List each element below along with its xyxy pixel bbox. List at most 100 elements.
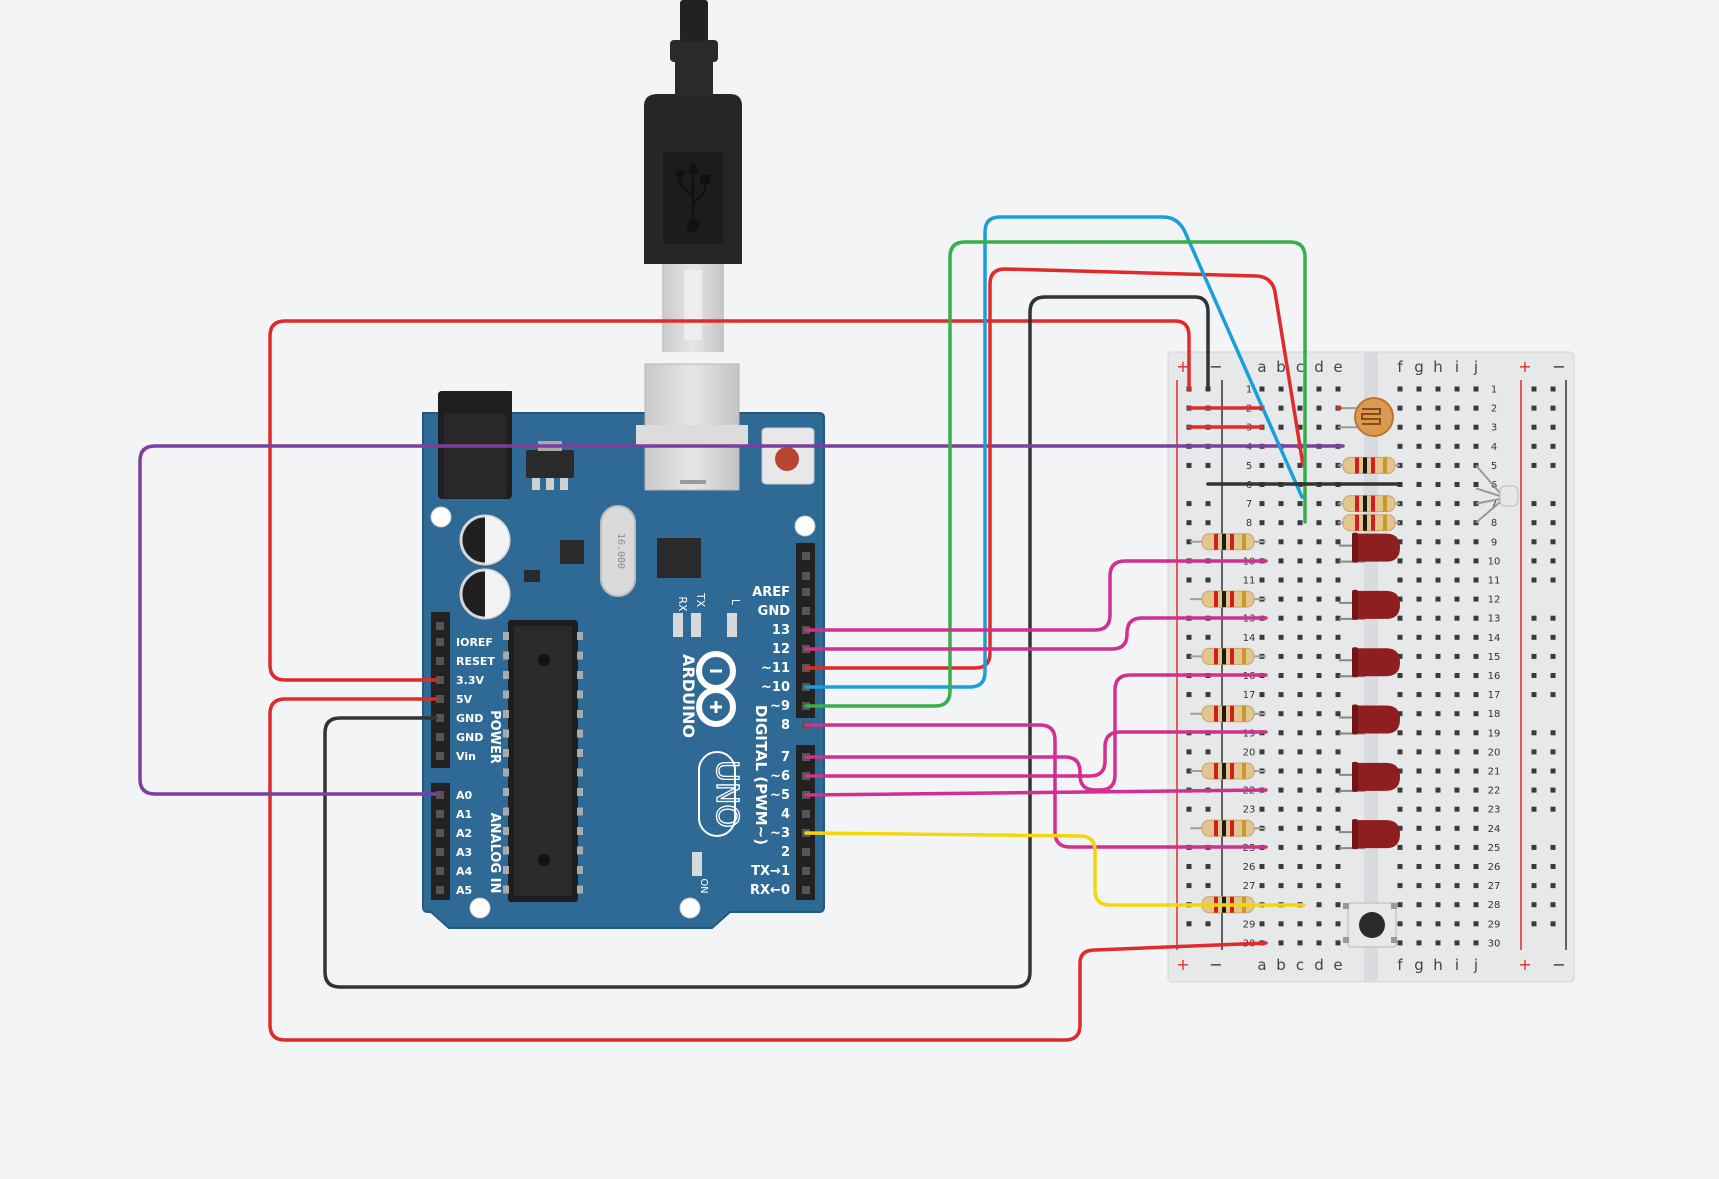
breadboard-hole[interactable] bbox=[1297, 386, 1303, 392]
breadboard-hole[interactable] bbox=[1397, 864, 1403, 869]
breadboard-hole[interactable] bbox=[1297, 577, 1303, 583]
resistor[interactable] bbox=[1190, 533, 1266, 551]
rail-hole[interactable] bbox=[1531, 501, 1537, 507]
breadboard-hole[interactable] bbox=[1454, 711, 1460, 717]
breadboard-hole[interactable] bbox=[1316, 501, 1322, 507]
breadboard-hole[interactable] bbox=[1435, 787, 1441, 793]
breadboard-hole[interactable] bbox=[1454, 520, 1460, 526]
breadboard-hole[interactable] bbox=[1454, 692, 1460, 698]
rail-hole[interactable] bbox=[1205, 634, 1211, 640]
breadboard-hole[interactable] bbox=[1278, 596, 1284, 602]
rail-hole[interactable] bbox=[1531, 558, 1537, 564]
breadboard-hole[interactable] bbox=[1316, 749, 1322, 755]
rail-hole[interactable] bbox=[1550, 577, 1556, 583]
rail-hole[interactable] bbox=[1531, 768, 1537, 774]
breadboard-hole[interactable] bbox=[1316, 902, 1322, 908]
rail-hole[interactable] bbox=[1550, 921, 1556, 927]
breadboard-hole[interactable] bbox=[1473, 424, 1479, 430]
breadboard-hole[interactable] bbox=[1454, 673, 1460, 678]
breadboard-hole[interactable] bbox=[1297, 501, 1303, 507]
breadboard-hole[interactable] bbox=[1454, 424, 1460, 430]
breadboard-hole[interactable] bbox=[1316, 539, 1322, 545]
breadboard-hole[interactable] bbox=[1397, 768, 1403, 774]
resistor[interactable] bbox=[1190, 705, 1266, 723]
rail-hole[interactable] bbox=[1531, 405, 1537, 411]
breadboard-hole[interactable] bbox=[1435, 634, 1441, 640]
breadboard-hole[interactable] bbox=[1435, 653, 1441, 659]
breadboard-hole[interactable] bbox=[1335, 386, 1341, 392]
red-led[interactable] bbox=[1339, 819, 1400, 850]
breadboard-hole[interactable] bbox=[1278, 692, 1284, 698]
breadboard-hole[interactable] bbox=[1416, 482, 1422, 487]
rail-hole[interactable] bbox=[1550, 844, 1556, 850]
rail-hole[interactable] bbox=[1550, 673, 1556, 678]
breadboard-hole[interactable] bbox=[1335, 768, 1341, 774]
rail-hole[interactable] bbox=[1205, 462, 1211, 468]
breadboard-hole[interactable] bbox=[1435, 749, 1441, 755]
breadboard-hole[interactable] bbox=[1416, 730, 1422, 736]
breadboard-hole[interactable] bbox=[1278, 615, 1284, 621]
breadboard-hole[interactable] bbox=[1278, 634, 1284, 640]
rail-hole[interactable] bbox=[1531, 615, 1537, 621]
breadboard-hole[interactable] bbox=[1259, 634, 1265, 640]
breadboard-hole[interactable] bbox=[1259, 806, 1265, 812]
breadboard-hole[interactable] bbox=[1278, 864, 1284, 869]
breadboard-hole[interactable] bbox=[1416, 596, 1422, 602]
rail-hole[interactable] bbox=[1531, 462, 1537, 468]
breadboard-hole[interactable] bbox=[1278, 577, 1284, 583]
rail-hole[interactable] bbox=[1531, 787, 1537, 793]
breadboard-hole[interactable] bbox=[1416, 768, 1422, 774]
breadboard-hole[interactable] bbox=[1416, 520, 1422, 526]
breadboard-hole[interactable] bbox=[1297, 520, 1303, 526]
breadboard-hole[interactable] bbox=[1335, 749, 1341, 755]
breadboard-hole[interactable] bbox=[1278, 921, 1284, 927]
breadboard-hole[interactable] bbox=[1278, 711, 1284, 717]
rail-hole[interactable] bbox=[1550, 462, 1556, 468]
rail-hole[interactable] bbox=[1531, 577, 1537, 583]
breadboard-hole[interactable] bbox=[1335, 844, 1341, 850]
breadboard-hole[interactable] bbox=[1473, 386, 1479, 392]
breadboard-hole[interactable] bbox=[1397, 844, 1403, 850]
breadboard-hole[interactable] bbox=[1316, 787, 1322, 793]
breadboard-hole[interactable] bbox=[1416, 711, 1422, 717]
breadboard-hole[interactable] bbox=[1316, 462, 1322, 468]
breadboard-hole[interactable] bbox=[1473, 596, 1479, 602]
breadboard-hole[interactable] bbox=[1316, 730, 1322, 736]
breadboard-hole[interactable] bbox=[1278, 806, 1284, 812]
breadboard-hole[interactable] bbox=[1473, 673, 1479, 678]
breadboard-hole[interactable] bbox=[1473, 883, 1479, 889]
breadboard-hole[interactable] bbox=[1435, 768, 1441, 774]
breadboard-hole[interactable] bbox=[1278, 844, 1284, 850]
rail-hole[interactable] bbox=[1531, 443, 1537, 449]
breadboard-hole[interactable] bbox=[1454, 577, 1460, 583]
breadboard-hole[interactable] bbox=[1278, 405, 1284, 411]
breadboard-hole[interactable] bbox=[1397, 711, 1403, 717]
breadboard-hole[interactable] bbox=[1454, 653, 1460, 659]
resistor[interactable] bbox=[1338, 514, 1400, 532]
breadboard-hole[interactable] bbox=[1416, 844, 1422, 850]
rail-hole[interactable] bbox=[1531, 749, 1537, 755]
breadboard-hole[interactable] bbox=[1316, 634, 1322, 640]
breadboard-hole[interactable] bbox=[1316, 673, 1322, 678]
breadboard-hole[interactable] bbox=[1259, 462, 1265, 468]
rail-hole[interactable] bbox=[1531, 844, 1537, 850]
breadboard-hole[interactable] bbox=[1473, 539, 1479, 545]
push-button-icon[interactable] bbox=[1343, 902, 1397, 948]
wire-5v-to-rail[interactable] bbox=[268, 697, 1268, 1042]
breadboard-hole[interactable] bbox=[1454, 768, 1460, 774]
breadboard-hole[interactable] bbox=[1435, 482, 1441, 487]
breadboard-hole[interactable] bbox=[1416, 405, 1422, 411]
rail-hole[interactable] bbox=[1550, 806, 1556, 812]
breadboard-hole[interactable] bbox=[1335, 787, 1341, 793]
breadboard-hole[interactable] bbox=[1297, 921, 1303, 927]
rail-hole[interactable] bbox=[1531, 653, 1537, 659]
breadboard-hole[interactable] bbox=[1397, 902, 1403, 908]
wire-pin5-to-led[interactable] bbox=[804, 788, 1268, 797]
breadboard-hole[interactable] bbox=[1416, 787, 1422, 793]
rail-hole[interactable] bbox=[1550, 864, 1556, 869]
analog-pin[interactable] bbox=[436, 848, 444, 856]
breadboard-hole[interactable] bbox=[1335, 692, 1341, 698]
breadboard-hole[interactable] bbox=[1397, 577, 1403, 583]
wire-pin12-to-led[interactable] bbox=[804, 616, 1268, 651]
rail-hole[interactable] bbox=[1550, 883, 1556, 889]
